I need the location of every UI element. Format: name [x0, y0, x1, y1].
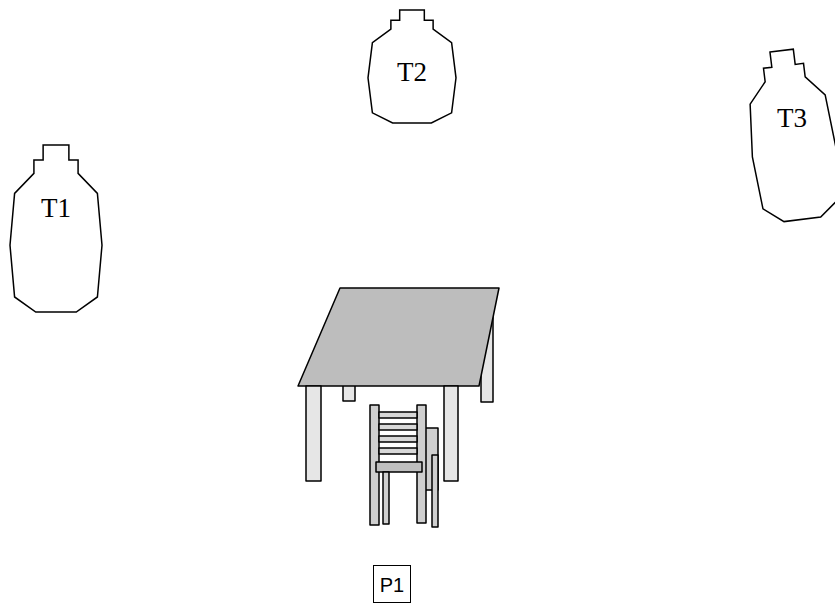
- target-shape: [368, 10, 456, 123]
- target-shape: [10, 145, 102, 312]
- target-label: T1: [10, 193, 102, 224]
- table-leg: [444, 386, 458, 481]
- chair-slat: [379, 424, 417, 430]
- position-box: P1: [373, 565, 411, 603]
- chair-leg: [432, 455, 438, 527]
- position-label: P1: [374, 574, 410, 597]
- table-leg: [306, 386, 321, 481]
- chair-slat: [379, 436, 417, 442]
- table-leg: [343, 385, 355, 401]
- target-shape: [740, 46, 835, 225]
- target-outline: [10, 145, 102, 312]
- chair-leg: [383, 472, 389, 524]
- target-outline: [740, 46, 835, 225]
- table-top: [298, 288, 499, 386]
- target-label: T3: [750, 103, 834, 134]
- target-silhouette: T1: [10, 145, 102, 312]
- target-silhouette: T3: [750, 50, 834, 220]
- target-label: T2: [368, 57, 456, 88]
- chair-slat: [379, 412, 417, 418]
- target-silhouette: T2: [368, 10, 456, 123]
- chair-slat: [379, 448, 417, 454]
- chair-seat-edge: [376, 462, 422, 472]
